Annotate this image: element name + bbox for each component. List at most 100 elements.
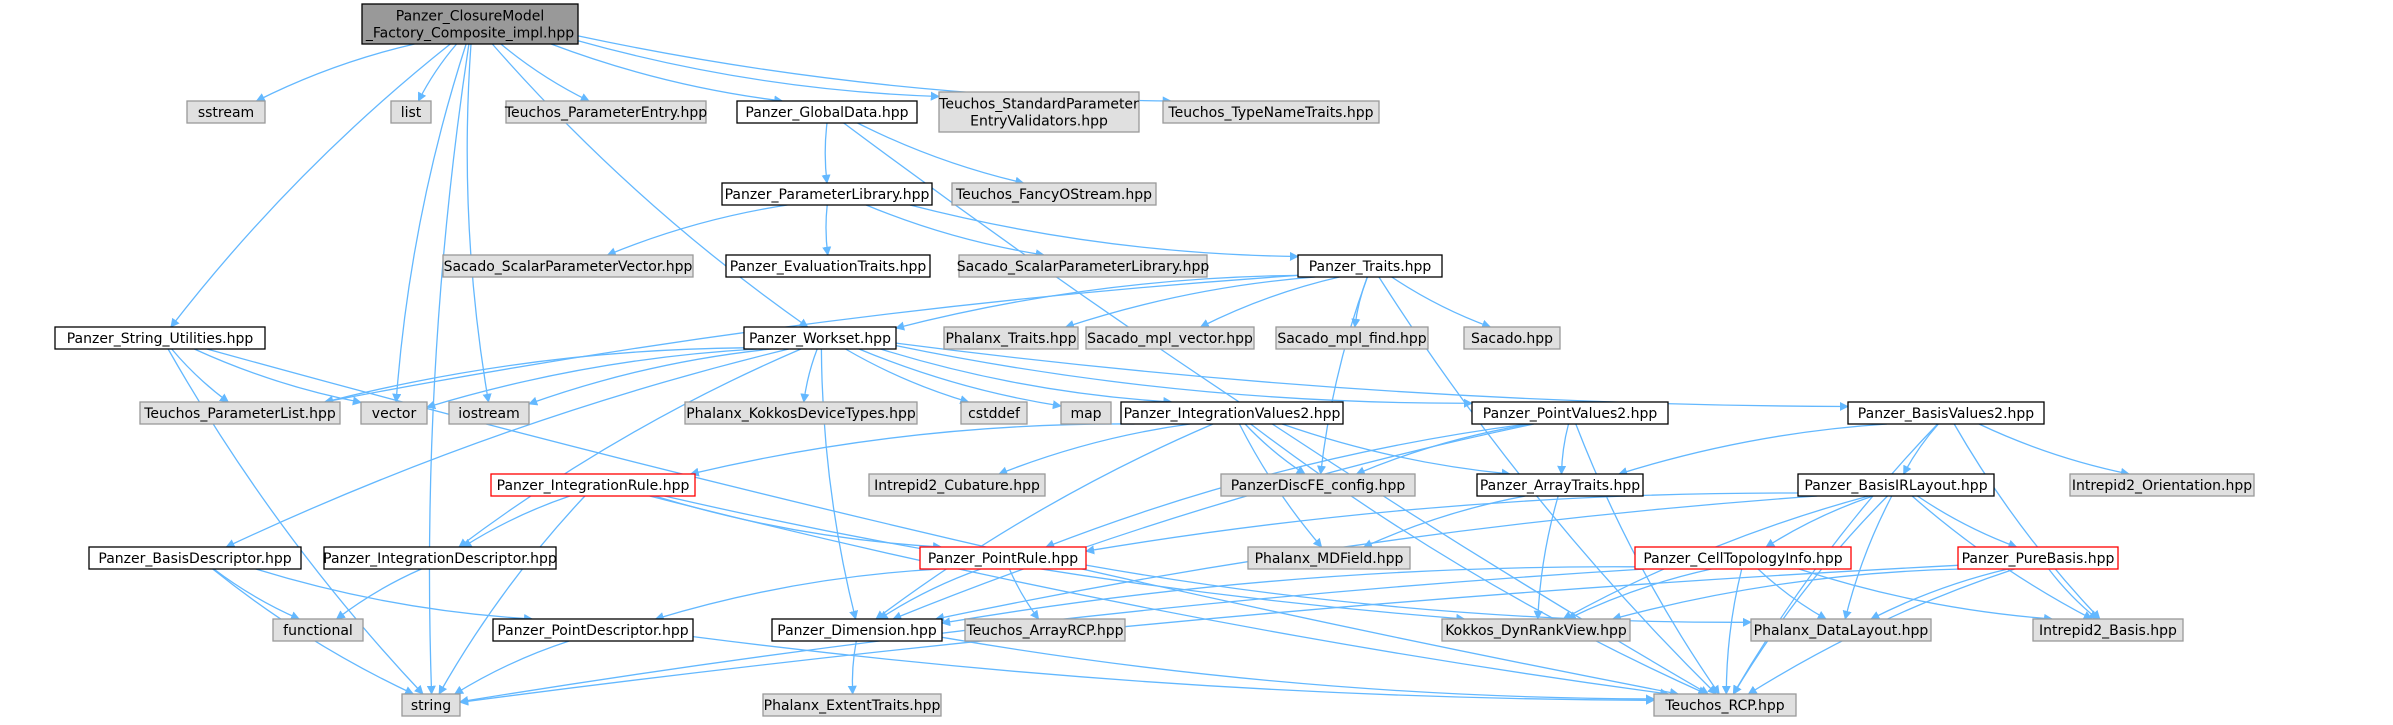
node-label: Panzer_ArrayTraits.hpp xyxy=(1480,478,1640,494)
node-string[interactable]: string xyxy=(401,693,461,717)
node-param-entry[interactable]: Teuchos_ParameterEntry.hpp xyxy=(504,100,707,124)
node-map[interactable]: map xyxy=(1060,401,1112,425)
edge-point_descriptor-to-string xyxy=(454,640,570,695)
edge-point_values2-to-dimension xyxy=(892,423,1535,621)
edge-root-to-vector xyxy=(392,43,467,403)
edge-pure_basis-to-dyn_rank_view xyxy=(1611,568,1962,622)
node-point-descriptor[interactable]: Panzer_PointDescriptor.hpp xyxy=(492,618,694,642)
node-point-rule[interactable]: Panzer_PointRule.hpp xyxy=(919,546,1087,570)
node-label: Teuchos_RCP.hpp xyxy=(1664,698,1784,714)
edge-param_library-to-eval_traits xyxy=(822,204,832,256)
node-box xyxy=(490,473,696,497)
node-kokkos-device-types[interactable]: Phalanx_KokkosDeviceTypes.hpp xyxy=(684,401,918,425)
node-box xyxy=(721,182,933,206)
node-point-values2[interactable]: Panzer_PointValues2.hpp xyxy=(1471,401,1669,425)
node-box xyxy=(1441,618,1631,642)
node-label: string xyxy=(411,698,451,714)
node-integration-descriptor[interactable]: Panzer_IntegrationDescriptor.hpp xyxy=(323,546,557,570)
node-vector[interactable]: vector xyxy=(360,401,428,425)
node-label: vector xyxy=(372,406,417,422)
node-mpl-find[interactable]: Sacado_mpl_find.hpp xyxy=(1275,326,1429,350)
node-orientation[interactable]: Intrepid2_Orientation.hpp xyxy=(2069,473,2255,497)
node-functional[interactable]: functional xyxy=(272,618,364,642)
edge-basis_descriptor-to-point_descriptor xyxy=(255,568,534,624)
node-box xyxy=(943,326,1079,350)
node-extent-traits[interactable]: Phalanx_ExtentTraits.hpp xyxy=(762,693,942,717)
node-workset[interactable]: Panzer_Workset.hpp xyxy=(743,326,897,350)
edge-point_descriptor-to-rcp xyxy=(692,635,1655,705)
node-label: Sacado_ScalarParameterLibrary.hpp xyxy=(957,259,1210,275)
node-box xyxy=(1957,546,2119,570)
node-intrepid2-basis[interactable]: Intrepid2_Basis.hpp xyxy=(2032,618,2184,642)
node-label: Teuchos_ParameterList.hpp xyxy=(143,406,336,422)
node-param-list[interactable]: Teuchos_ParameterList.hpp xyxy=(139,401,341,425)
node-mpl-vector[interactable]: Sacado_mpl_vector.hpp xyxy=(1085,326,1255,350)
edge-traits-to-param_list xyxy=(323,274,1299,405)
node-array-traits[interactable]: Panzer_ArrayTraits.hpp xyxy=(1476,473,1644,497)
node-box xyxy=(492,618,694,642)
node-disc-fe-config[interactable]: PanzerDiscFE_config.hpp xyxy=(1220,473,1416,497)
node-box xyxy=(442,254,694,278)
node-eval-traits[interactable]: Panzer_EvaluationTraits.hpp xyxy=(725,254,931,278)
node-array-rcp[interactable]: Teuchos_ArrayRCP.hpp xyxy=(964,618,1126,642)
node-root[interactable]: Panzer_ClosureModel_Factory_Composite_im… xyxy=(361,3,579,45)
node-cell-topology-info[interactable]: Panzer_CellTopologyInfo.hpp xyxy=(1634,546,1852,570)
node-string-utils[interactable]: Panzer_String_Utilities.hpp xyxy=(54,326,266,350)
node-global-data[interactable]: Panzer_GlobalData.hpp xyxy=(736,100,918,124)
edge-workset-to-basis_descriptor xyxy=(225,348,789,548)
node-basis-descriptor[interactable]: Panzer_BasisDescriptor.hpp xyxy=(88,546,302,570)
node-md-field[interactable]: Phalanx_MDField.hpp xyxy=(1247,546,1411,570)
node-box xyxy=(360,401,428,425)
node-traits[interactable]: Panzer_Traits.hpp xyxy=(1297,254,1443,278)
node-box xyxy=(762,693,942,717)
edge-array_traits-to-md_field xyxy=(1362,495,1526,548)
edge-traits-to-mpl_find xyxy=(1351,276,1368,328)
node-rcp[interactable]: Teuchos_RCP.hpp xyxy=(1653,693,1797,717)
edge-integration_values2-to-rcp xyxy=(1250,423,1708,695)
node-label: Intrepid2_Orientation.hpp xyxy=(2072,478,2252,494)
edge-integration_rule-to-string xyxy=(438,495,586,695)
node-list[interactable]: list xyxy=(390,100,432,124)
node-box xyxy=(54,326,266,350)
edge-workset-to-integration_values2 xyxy=(880,348,1173,407)
node-sacado[interactable]: Sacado.hpp xyxy=(1463,326,1561,350)
node-box xyxy=(960,401,1028,425)
edge-workset-to-cstddef xyxy=(845,348,970,405)
edge-param_library-to-scalar_param_library xyxy=(865,204,1045,259)
node-label: Kokkos_DynRankView.hpp xyxy=(1445,623,1627,639)
node-box xyxy=(919,546,1087,570)
node-fancy-ostream[interactable]: Teuchos_FancyOStream.hpp xyxy=(951,182,1157,206)
node-box xyxy=(1797,473,1995,497)
node-label: Teuchos_ArrayRCP.hpp xyxy=(966,623,1124,639)
node-pure-basis[interactable]: Panzer_PureBasis.hpp xyxy=(1957,546,2119,570)
node-type-name-traits[interactable]: Teuchos_TypeNameTraits.hpp xyxy=(1162,100,1380,124)
node-std-param-validators[interactable]: Teuchos_StandardParameterEntryValidators… xyxy=(938,91,1140,133)
node-dyn-rank-view[interactable]: Kokkos_DynRankView.hpp xyxy=(1441,618,1631,642)
node-iostream[interactable]: iostream xyxy=(448,401,530,425)
edge-root-to-param_entry xyxy=(500,43,590,102)
node-box xyxy=(505,100,707,124)
edge-integration_values2-to-dimension xyxy=(875,423,1214,620)
node-phalanx-traits[interactable]: Phalanx_Traits.hpp xyxy=(943,326,1079,350)
edge-workset-to-dimension xyxy=(820,348,859,620)
node-box xyxy=(401,693,461,717)
node-basis-values2[interactable]: Panzer_BasisValues2.hpp xyxy=(1847,401,2045,425)
node-cstddef[interactable]: cstddef xyxy=(960,401,1028,425)
node-integration-rule[interactable]: Panzer_IntegrationRule.hpp xyxy=(490,473,696,497)
node-sstream[interactable]: sstream xyxy=(186,100,266,124)
node-dimension[interactable]: Panzer_Dimension.hpp xyxy=(771,618,943,642)
node-param-library[interactable]: Panzer_ParameterLibrary.hpp xyxy=(721,182,933,206)
node-scalar-param-vector[interactable]: Sacado_ScalarParameterVector.hpp xyxy=(442,254,694,278)
node-cubature[interactable]: Intrepid2_Cubature.hpp xyxy=(868,473,1046,497)
node-basis-ir-layout[interactable]: Panzer_BasisIRLayout.hpp xyxy=(1797,473,1995,497)
edge-pure_basis-to-string xyxy=(459,564,1959,706)
node-scalar-param-library[interactable]: Sacado_ScalarParameterLibrary.hpp xyxy=(957,254,1210,278)
edge-workset-to-integration_descriptor xyxy=(458,348,802,548)
edge-traits-to-workset xyxy=(895,274,1299,331)
node-label: Panzer_String_Utilities.hpp xyxy=(67,331,254,347)
node-label: Panzer_PointValues2.hpp xyxy=(1483,406,1658,422)
node-integration-values2[interactable]: Panzer_IntegrationValues2.hpp xyxy=(1120,401,1344,425)
edge-root-to-std_param_validators xyxy=(577,40,940,101)
node-data-layout[interactable]: Phalanx_DataLayout.hpp xyxy=(1750,618,1932,642)
node-label: Panzer_BasisDescriptor.hpp xyxy=(98,551,291,567)
